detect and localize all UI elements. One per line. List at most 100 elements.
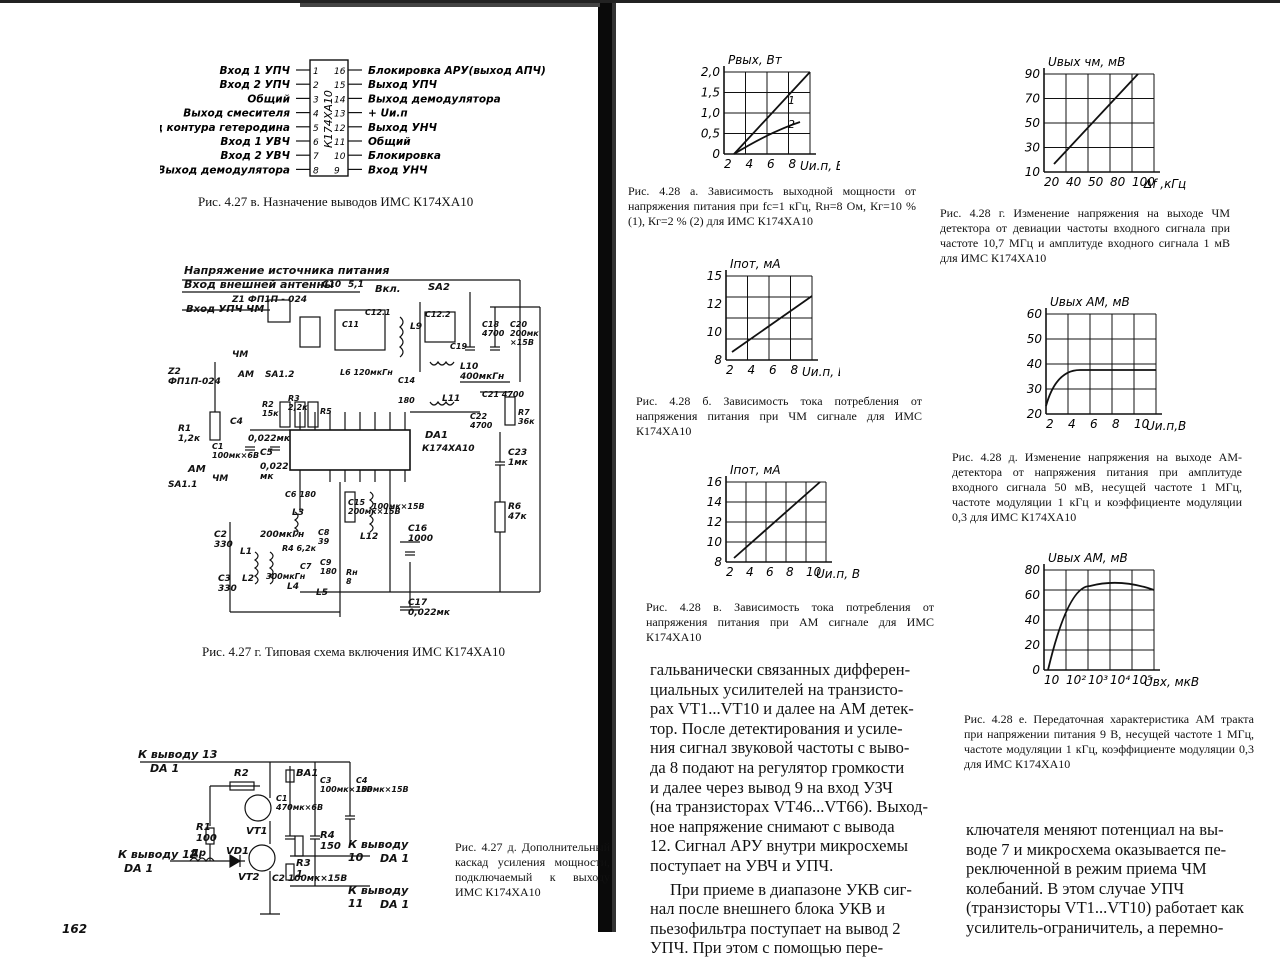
y-tick-label: 8 — [714, 353, 722, 367]
body-text-column-1: гальванически связанных дифферен-циальны… — [650, 660, 942, 958]
pin-number-left: 6 — [313, 138, 319, 148]
sch-c8-label: С8 39 — [318, 528, 330, 546]
sch-am2-label: АМ — [188, 464, 206, 475]
sch-c2-label: С2 330 — [214, 530, 233, 550]
sch-c7-label: С7 — [300, 562, 312, 571]
sch-da1-type-label: К174ХА10 — [422, 444, 475, 454]
y-tick-label: 80 — [1025, 563, 1041, 577]
pin-label-right: Общий — [368, 136, 411, 148]
y-tick-label: 60 — [1025, 588, 1041, 602]
graph-4-28b-caption: Рис. 4.28 б. Зависимость тока потреблени… — [636, 394, 922, 438]
sch-z2-label: Z2 ФП1П-024 — [168, 367, 221, 387]
typical-schematic: Напряжение источника питания Вход внешне… — [160, 262, 560, 632]
pin-number-left: 7 — [313, 152, 319, 162]
graph-curve — [1045, 369, 1156, 407]
pin-number-right: 12 — [334, 124, 346, 134]
pin-number-left: 4 — [313, 110, 319, 120]
pin-number-right: 13 — [334, 110, 346, 120]
pin-label-left: Выход контура гетеродина — [160, 122, 290, 134]
x-tick-label: 100 — [1132, 175, 1155, 189]
sch-l10-label: L10 400мкГн — [460, 362, 505, 382]
sch-l11-label: L11 — [442, 394, 461, 404]
sch-l200-label: 200мкГн — [260, 530, 305, 540]
graph-xlabel: Uи.п, В — [816, 567, 860, 581]
x-tick-label: 6 — [1090, 417, 1098, 431]
graph-xlabel: Δf ,кГц — [1143, 177, 1186, 191]
text-line: (транзисторы VT1...VT10) работает как — [966, 898, 1244, 918]
x-tick-label: 10⁵ — [1132, 673, 1152, 687]
pin-label-right: Выход демодулятора — [368, 93, 501, 105]
sch-l2-label: L2 — [242, 574, 254, 584]
x-tick-label: 10 — [1134, 417, 1150, 431]
sch-r6-label: R6 47к — [508, 502, 527, 522]
y-tick-label: 10 — [707, 535, 723, 549]
sch-ext-antenna-label: Вход внешней антенны — [184, 278, 335, 291]
sch-r5-label: R5 — [320, 407, 332, 416]
graph-xlabel: Uи.п, В — [802, 365, 840, 379]
pin-number-left: 3 — [313, 95, 319, 105]
sch-c4v-label: 0,022мк — [248, 434, 290, 444]
pin-number-right: 10 — [334, 152, 346, 162]
sch-vkl-label: Вкл. — [375, 284, 401, 295]
pin-label-right: Вход УНЧ — [368, 164, 428, 176]
amp-vt1-label: VT1 — [246, 826, 268, 837]
sch-c19-label: С19 — [450, 342, 468, 351]
x-tick-label: 8 — [1112, 417, 1120, 431]
sch-c6-label: С6 180 — [285, 490, 316, 499]
text-line: При приеме в диапазоне УКВ сиг- — [670, 879, 912, 899]
sch-c4-label: С4 — [230, 417, 243, 427]
x-tick-label: 2 — [726, 565, 734, 579]
pinout-caption: Рис. 4.27 в. Назначение выводов ИМС К174… — [198, 194, 474, 209]
x-tick-label: 40 — [1066, 175, 1082, 189]
graph-curve — [1053, 73, 1139, 165]
amp-ba1-label: BA1 — [296, 768, 319, 779]
graph-xlabel: Uи.п,В — [1146, 419, 1186, 433]
graph-ylabel: Uвых АМ, мВ — [1048, 551, 1128, 565]
x-tick-label: 10 — [806, 565, 822, 579]
x-tick-label: 6 — [769, 363, 777, 377]
sch-l9-label: L9 — [410, 322, 422, 332]
y-tick-label: 0 — [1032, 663, 1040, 677]
pin-number-left: 1 — [313, 67, 319, 77]
pin-number-right: 9 — [334, 166, 340, 176]
page-number: 162 — [62, 922, 88, 936]
sch-sa2-label: SA2 — [428, 282, 450, 293]
sch-c3-label: С3 330 — [218, 574, 237, 594]
pin-label-left: Вход 2 УПЧ — [220, 79, 291, 91]
pin-label-right: Выход УПЧ — [368, 79, 438, 91]
sch-l6-label: L6 120мкГн — [340, 368, 393, 377]
sch-supply-label: Напряжение источника питания — [184, 264, 390, 277]
sch-r1-label: R1 1,2к — [178, 424, 201, 444]
x-tick-label: 8 — [791, 363, 799, 377]
text-line: ключателя меняют потенциал на вы- — [966, 820, 1224, 839]
x-tick-label: 4 — [1068, 417, 1076, 431]
amp-vt2-label: VT2 — [238, 872, 260, 883]
graph-xlabel: Uи.п, В — [800, 159, 840, 173]
pin-label-right: + Uи.п — [368, 108, 408, 120]
text-line: да 8 подают на регулятор громкости — [650, 757, 905, 777]
text-line: колебаний. В этом случае УПЧ — [966, 878, 1185, 898]
pin-number-right: 11 — [334, 138, 345, 148]
y-tick-label: 0,5 — [701, 127, 720, 141]
x-tick-label: 10² — [1066, 673, 1086, 687]
pin-label-left: Выход демодулятора — [160, 164, 290, 176]
sch-r4-label: R4 6,2к — [282, 544, 317, 553]
y-tick-label: 14 — [707, 495, 722, 509]
y-tick-label: 70 — [1025, 92, 1041, 106]
book-spine — [598, 0, 612, 932]
sch-c5v-label: 0,022 мк — [260, 462, 289, 482]
sch-l300-label: 300мкГн — [266, 572, 306, 581]
text-line: и далее через вывод 9 на вход УЗЧ — [650, 777, 893, 797]
amp-dr-label: Др — [190, 848, 207, 859]
x-tick-label: 2 — [724, 157, 732, 171]
y-tick-label: 20 — [1025, 638, 1041, 652]
sch-c23-label: С23 1мк — [508, 448, 528, 468]
top-edge-shadow-left — [300, 3, 600, 7]
graph-xlabel: Uвх, мкВ — [1144, 675, 1199, 689]
x-tick-label: 8 — [786, 565, 794, 579]
amp-r4-label: R4 150 — [320, 830, 341, 852]
text-line: нал после внешнего блока УКВ и — [650, 899, 886, 919]
pinout-chip-name: К174ХА10 — [322, 90, 335, 148]
